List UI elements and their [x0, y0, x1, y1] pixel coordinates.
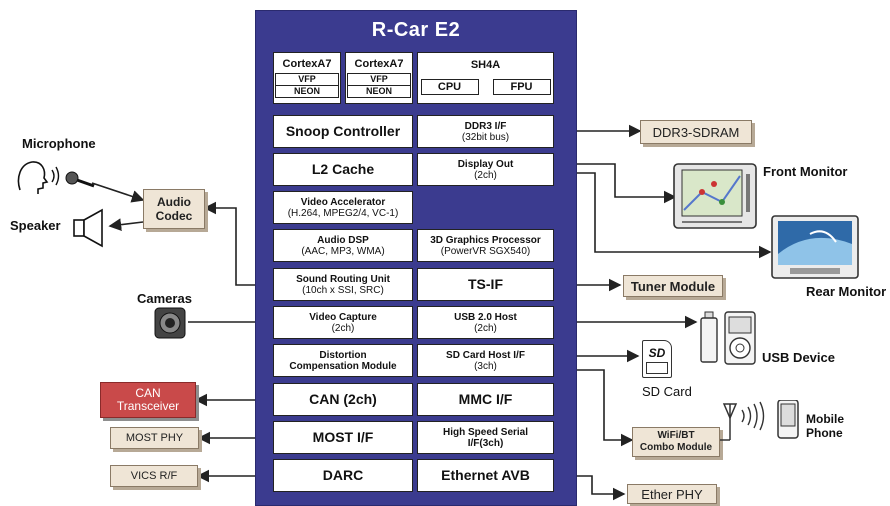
sh4a-block: SH4A CPU FPU: [417, 52, 554, 104]
cortex-a7-block-1: CortexA7 VFP NEON: [273, 52, 341, 104]
distortion-sub: Compensation Module: [289, 360, 397, 372]
sd-card-host-block: SD Card Host I/F (3ch): [417, 344, 554, 377]
mobile-label: Mobile: [806, 412, 844, 426]
cpu-label: CPU: [420, 79, 479, 96]
usb-host-sub: (2ch): [474, 322, 497, 334]
darc-block: DARC: [273, 459, 413, 492]
wifi-label: WiFi/BT: [657, 430, 695, 441]
ethernet-avb-block: Ethernet AVB: [417, 459, 554, 492]
sd-card-label-area: [646, 362, 668, 374]
phone-label: Phone: [806, 426, 843, 440]
ts-if-block: TS-IF: [417, 268, 554, 301]
mmc-if-block: MMC I/F: [417, 383, 554, 416]
cortex-a7-name: CortexA7: [354, 58, 404, 71]
graphics-processor-block: 3D Graphics Processor (PowerVR SGX540): [417, 229, 554, 262]
video-capture-sub: (2ch): [331, 322, 355, 334]
video-accelerator-sub: (H.264, MPEG2/4, VC-1): [287, 207, 399, 219]
speaker-label: Speaker: [10, 218, 61, 233]
can-block: CAN (2ch): [273, 383, 413, 416]
chip-title: R-Car E2: [371, 19, 461, 41]
rear-monitor-label: Rear Monitor: [806, 284, 887, 299]
mic-to-codec-line: [91, 182, 145, 203]
video-capture-block: Video Capture (2ch): [273, 306, 413, 339]
neon-label: NEON: [347, 85, 411, 98]
sd-card-label: SD Card: [642, 384, 692, 399]
cameras-label: Cameras: [137, 291, 192, 306]
tuner-module-box: Tuner Module: [623, 275, 723, 297]
front-monitor-line: [555, 163, 677, 204]
codec-to-speaker-line: [108, 218, 144, 232]
neon-label: NEON: [275, 85, 339, 98]
video-accelerator-block: Video Accelerator (H.264, MPEG2/4, VC-1): [273, 191, 413, 224]
microphone-icon: [17, 161, 95, 194]
sd-host-label: SD Card Host I/F: [446, 349, 525, 361]
sd-host-sub: (3ch): [474, 360, 497, 372]
ddr3-sdram-box: DDR3-SDRAM: [640, 120, 752, 144]
ddr3-if-sub: (32bit bus): [461, 131, 510, 143]
usb-device-icon: [700, 311, 756, 365]
graphics-label: 3D Graphics Processor: [430, 234, 541, 246]
sound-routing-sub: (10ch x SSI, SRC): [302, 284, 384, 296]
most-phy-box: MOST PHY: [110, 427, 199, 449]
display-out-sub: (2ch): [474, 169, 497, 181]
audio-codec-box: Audio Codec: [143, 189, 205, 229]
ddr3-if-block: DDR3 I/F (32bit bus): [417, 115, 554, 148]
front-monitor-label: Front Monitor: [763, 164, 848, 179]
cortex-a7-name: CortexA7: [282, 58, 332, 71]
antenna-icon: [720, 400, 799, 441]
distortion-label: Distortion: [319, 349, 367, 361]
front-monitor-icon: [673, 163, 757, 229]
ddr3-if-label: DDR3 I/F: [464, 120, 507, 132]
distortion-compensation-block: Distortion Compensation Module: [273, 344, 413, 377]
can-transceiver-sub: Transceiver: [116, 399, 180, 413]
usb-host-label: USB 2.0 Host: [454, 311, 517, 323]
cortex-a7-block-2: CortexA7 VFP NEON: [345, 52, 413, 104]
l2-cache-block: L2 Cache: [273, 153, 413, 186]
vics-rf-box: VICS R/F: [110, 465, 198, 487]
camera-icon: [154, 307, 186, 339]
display-out-label: Display Out: [457, 158, 514, 170]
fpu-label: FPU: [492, 79, 551, 96]
video-accelerator-label: Video Accelerator: [300, 196, 386, 208]
sound-routing-label: Sound Routing Unit: [296, 273, 390, 285]
audio-codec-label: Audio: [157, 195, 191, 209]
rear-monitor-icon: [771, 215, 859, 279]
vfp-label: VFP: [347, 72, 411, 86]
can-transceiver-label: CAN: [135, 386, 161, 400]
mobile-phone-label: Mobile Phone: [806, 412, 844, 440]
codec-sound-line: [203, 201, 274, 292]
video-capture-label: Video Capture: [309, 311, 377, 323]
most-if-block: MOST I/F: [273, 421, 413, 454]
audio-dsp-block: Audio DSP (AAC, MP3, WMA): [273, 229, 413, 262]
usb-device-label: USB Device: [762, 350, 835, 365]
audio-dsp-label: Audio DSP: [317, 234, 369, 246]
vfp-label: VFP: [275, 72, 339, 86]
high-speed-serial-block: High Speed Serial I/F(3ch): [417, 421, 554, 454]
wifi-bt-combo-box: WiFi/BT Combo Module: [632, 427, 720, 457]
sh4a-name: SH4A: [470, 59, 501, 71]
audio-dsp-sub: (AAC, MP3, WMA): [301, 245, 385, 257]
hss-label: High Speed Serial: [442, 426, 529, 438]
snoop-controller-block: Snoop Controller: [273, 115, 413, 148]
wifi-sub: Combo Module: [639, 442, 713, 453]
wifi-line: [553, 363, 634, 447]
sd-card-icon: SD: [642, 340, 672, 378]
sd-card-icon-text: SD: [648, 346, 666, 360]
audio-codec-sub: Codec: [155, 209, 193, 223]
speaker-icon: [73, 208, 103, 248]
ether-phy-box: Ether PHY: [627, 484, 717, 504]
sound-routing-block: Sound Routing Unit (10ch x SSI, SRC): [273, 268, 413, 301]
graphics-sub: (PowerVR SGX540): [440, 245, 531, 257]
usb-host-block: USB 2.0 Host (2ch): [417, 306, 554, 339]
microphone-label: Microphone: [22, 136, 96, 151]
can-transceiver-box: CAN Transceiver: [100, 382, 196, 418]
hss-sub: I/F(3ch): [467, 437, 504, 449]
display-out-block: Display Out (2ch): [417, 153, 554, 186]
